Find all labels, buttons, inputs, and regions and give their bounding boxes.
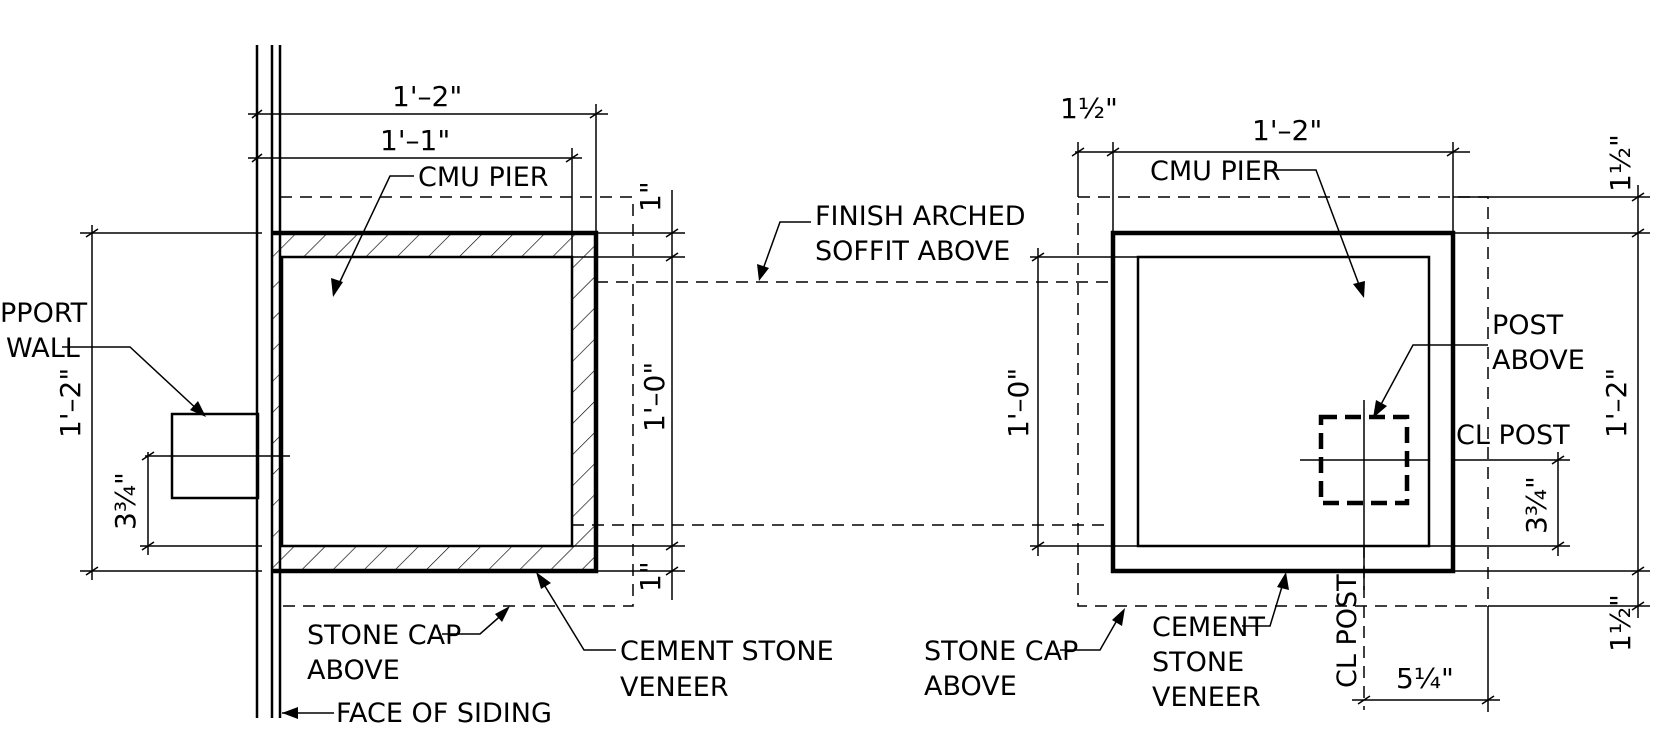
- left-label-support-wall-1: PPORT: [0, 298, 88, 329]
- left-label-veneer-1: CEMENT STONE: [620, 636, 834, 667]
- left-label-cmu-pier: CMU PIER: [418, 162, 549, 193]
- left-dim-top-inner: 1'–1": [380, 124, 450, 157]
- right-label-cmu-pier: CMU PIER: [1150, 156, 1281, 187]
- right-label-cl-post-vertical: CL POST: [1332, 574, 1363, 688]
- right-veneer: [1110, 230, 1456, 574]
- left-cmu-pier: [282, 257, 572, 546]
- left-label-support-wall-2: WALL: [6, 333, 80, 364]
- left-label-stone-cap-1: STONE CAP: [307, 620, 461, 651]
- right-dim-right-height: 1'–2": [1600, 368, 1633, 438]
- left-dim-side-top: 1": [634, 181, 667, 212]
- right-dim-bottom-offset: 5¼": [1396, 662, 1454, 695]
- right-label-stone-cap-1: STONE CAP: [924, 636, 1078, 667]
- left-label-veneer-2: VENEER: [620, 672, 729, 703]
- label-soffit-1: FINISH ARCHED: [815, 201, 1026, 232]
- right-label-post-1: POST: [1492, 310, 1564, 341]
- right-label-veneer-3: VENEER: [1152, 682, 1261, 713]
- right-label-cl-post: CL POST: [1456, 420, 1570, 451]
- right-cmu-pier: [1136, 255, 1431, 548]
- left-dim-side-bottom: 1": [634, 561, 667, 592]
- left-dim-left-offset: 3¾": [109, 472, 142, 530]
- left-label-face-of-siding: FACE OF SIDING: [336, 698, 552, 729]
- left-detail: 1'–2" 1'–1" 1" 1'–0" 1" 1'–2" 3¾" CMU PI…: [0, 45, 834, 729]
- center-soffit: FINISH ARCHED SOFFIT ABOVE: [572, 201, 1110, 526]
- right-dim-right-offset: 3¾": [1520, 476, 1553, 534]
- right-label-veneer-2: STONE: [1152, 647, 1244, 678]
- right-stone-cap-outline: [1077, 196, 1489, 607]
- label-soffit-2: SOFFIT ABOVE: [815, 236, 1010, 267]
- left-label-stone-cap-2: ABOVE: [307, 655, 400, 686]
- left-dim-left-height: 1'–2": [54, 368, 87, 438]
- right-dim-top-small: 1½": [1060, 92, 1118, 125]
- right-dim-right-top: 1½": [1604, 134, 1637, 192]
- left-veneer-outline: [272, 230, 599, 574]
- right-dim-top-outer: 1'–2": [1252, 114, 1322, 147]
- right-dim-right-bottom: 1½": [1604, 594, 1637, 652]
- left-dim-right-height: 1'–0": [638, 362, 671, 432]
- right-label-stone-cap-2: ABOVE: [924, 671, 1017, 702]
- right-label-post-2: ABOVE: [1492, 345, 1585, 376]
- right-label-veneer-1: CEMENT: [1152, 612, 1265, 643]
- left-dim-top-outer: 1'–2": [392, 80, 462, 113]
- right-detail: 1½" 1'–2" 1'–0" 1½" 1'–2" 1½" 3¾" 5¼" CM…: [924, 92, 1650, 713]
- right-dim-left-height: 1'–0": [1002, 368, 1035, 438]
